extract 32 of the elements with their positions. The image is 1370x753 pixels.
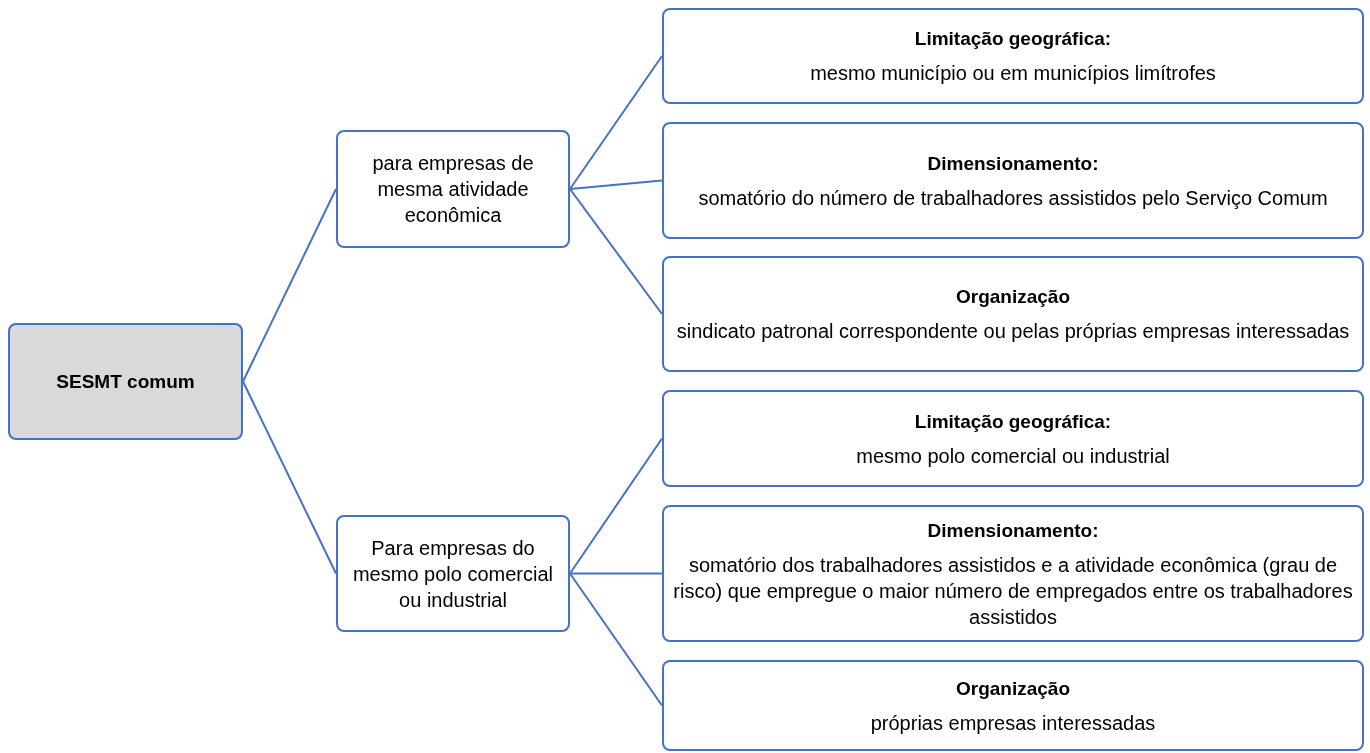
detail-box bbox=[662, 505, 1364, 642]
connector-line bbox=[569, 188, 663, 315]
connector-line bbox=[569, 55, 663, 190]
box-text: mesmo polo comercial ou industrial bbox=[856, 443, 1170, 469]
connector-line bbox=[242, 188, 337, 383]
detail-box bbox=[662, 122, 1364, 239]
box-heading: Dimensionamento: bbox=[927, 518, 1099, 543]
box-heading: Organização bbox=[955, 285, 1070, 309]
connector-line bbox=[569, 572, 663, 575]
detail-box bbox=[662, 390, 1364, 487]
box-text: mesmo município ou em municípios limítrofes bbox=[810, 61, 1216, 86]
box-label: para empresas de mesma atividade econômica bbox=[371, 151, 535, 228]
category-box bbox=[336, 515, 570, 632]
box-text: sindicato patronal correspondente ou pelas próprias empresas interessadas bbox=[676, 319, 1350, 344]
box-label: Para empresas do mesmo polo comercial ou industrial bbox=[351, 535, 555, 613]
detail-box bbox=[662, 256, 1364, 372]
connector-line bbox=[242, 380, 337, 575]
box-heading: Limitação geográfica: bbox=[914, 27, 1112, 51]
detail-box bbox=[662, 660, 1364, 751]
connector-line bbox=[569, 437, 663, 575]
category-box bbox=[336, 130, 570, 248]
box-text: somatório do número de trabalhadores assistidos pelo Serviço Comum bbox=[698, 185, 1328, 211]
box-heading: Dimensionamento: bbox=[927, 151, 1099, 176]
box-label: SESMT comum bbox=[56, 369, 195, 394]
connector-line bbox=[569, 572, 663, 707]
connector-line bbox=[569, 179, 663, 190]
box-heading: Limitação geográfica: bbox=[914, 409, 1112, 434]
detail-box bbox=[662, 8, 1364, 104]
root-box bbox=[8, 323, 243, 440]
box-text: somatório dos trabalhadores assistidos e a atividade econômica (grau de risco) que empregue o maior número de empregados entre os trabalhadores assistidos bbox=[672, 552, 1354, 630]
box-text: próprias empresas interessadas bbox=[870, 710, 1156, 736]
box-heading: Organização bbox=[955, 676, 1070, 701]
